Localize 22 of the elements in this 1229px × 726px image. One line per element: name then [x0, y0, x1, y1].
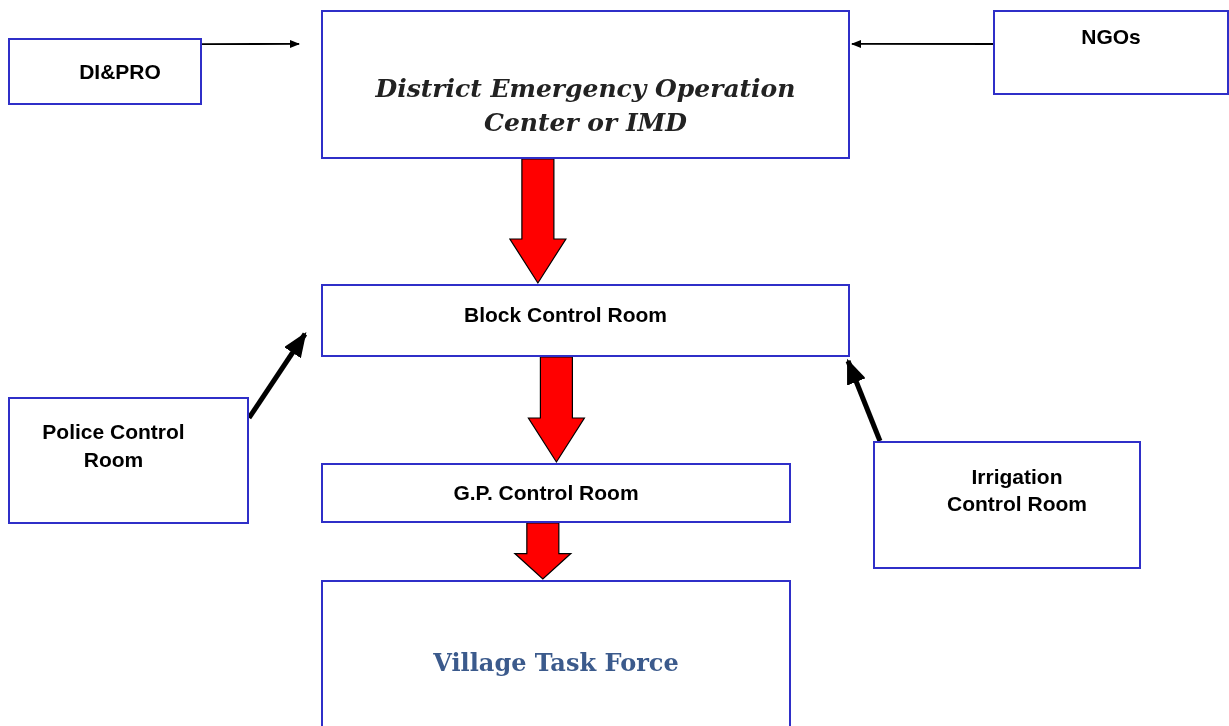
process-box [993, 10, 1229, 95]
box-label: NGOs [1081, 23, 1141, 50]
process-box [873, 441, 1141, 569]
block-arrow [508, 158, 567, 285]
block-arrow [527, 356, 586, 464]
box-label: Police Control Room [41, 419, 186, 473]
process-box [321, 580, 791, 726]
box-label: Irrigation Control Room [946, 463, 1088, 517]
arrow [845, 358, 883, 442]
box-label: District Emergency Operation Center or IMD [374, 73, 797, 139]
box-label: Block Control Room [464, 301, 667, 328]
arrow [851, 39, 994, 48]
box-label: G.P. Control Room [453, 480, 639, 507]
process-box [321, 284, 850, 357]
process-box [321, 10, 850, 159]
box-label: Village Task Force [433, 647, 679, 679]
box-label: DI&PRO [79, 58, 161, 85]
process-box [321, 463, 791, 523]
process-box [8, 38, 202, 105]
process-box [8, 397, 249, 524]
block-arrow [513, 522, 573, 580]
arrow [201, 40, 300, 48]
